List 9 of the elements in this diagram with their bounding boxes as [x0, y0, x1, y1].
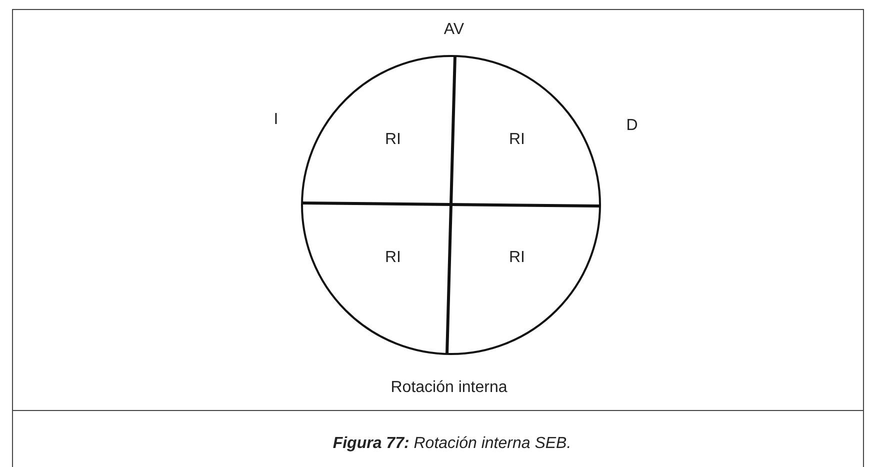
figure-caption: Figura 77: Rotación interna SEB. [332, 435, 572, 453]
orientation-label: I [274, 111, 278, 129]
quadrant-label: RI [509, 131, 525, 149]
quadrant-label: RI [385, 131, 401, 149]
quadrant-label: RI [385, 249, 401, 267]
figure-label: Rotación interna [390, 379, 508, 397]
orientation-label: D [626, 117, 638, 135]
orientation-label: AV [444, 21, 464, 39]
quadrant-label: RI [509, 249, 525, 267]
